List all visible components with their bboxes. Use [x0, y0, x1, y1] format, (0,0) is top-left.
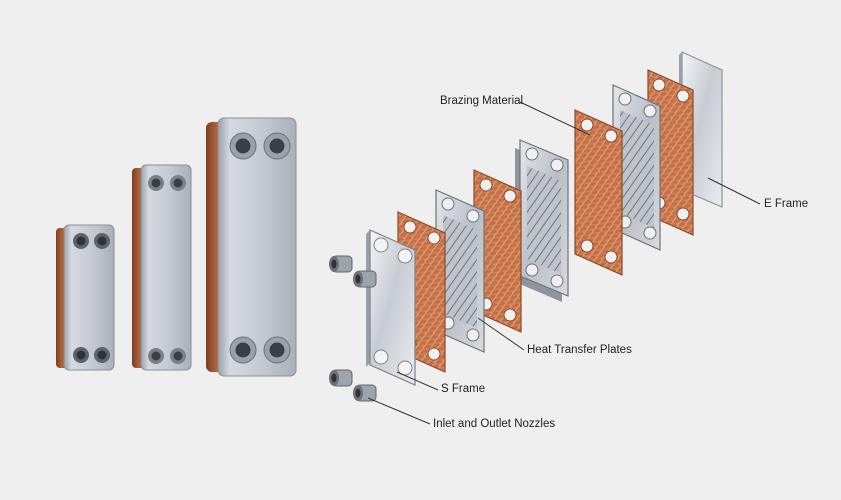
- label-s-frame: S Frame: [441, 383, 486, 395]
- small-heat-exchanger: [56, 224, 115, 371]
- inlet-nozzle: [329, 255, 353, 273]
- leader-brazing-material: [519, 101, 591, 136]
- leader-heat-transfer-plates: [477, 317, 525, 351]
- label-inlet-outlet-nozzles: Inlet and Outlet Nozzles: [433, 418, 556, 430]
- s-frame-plate: [366, 229, 416, 386]
- heat-transfer-plate-copper: [574, 109, 623, 276]
- label-heat-transfer-plates: Heat Transfer Plates: [527, 344, 632, 356]
- heat-transfer-plate-steel: [435, 189, 485, 353]
- label-brazing-material: Brazing Material: [440, 95, 524, 107]
- inlet-nozzle: [353, 270, 377, 288]
- heat-transfer-plate-steel: [612, 84, 661, 251]
- outlet-nozzle: [353, 384, 377, 402]
- leader-nozzles: [367, 397, 431, 425]
- leader-e-frame: [707, 177, 761, 205]
- leader-s-frame: [396, 371, 439, 391]
- medium-heat-exchanger: [132, 164, 192, 371]
- outlet-nozzle: [329, 369, 353, 387]
- heat-transfer-plate-steel: [515, 139, 569, 302]
- large-heat-exchanger: [206, 117, 297, 377]
- label-e-frame: E Frame: [764, 198, 809, 210]
